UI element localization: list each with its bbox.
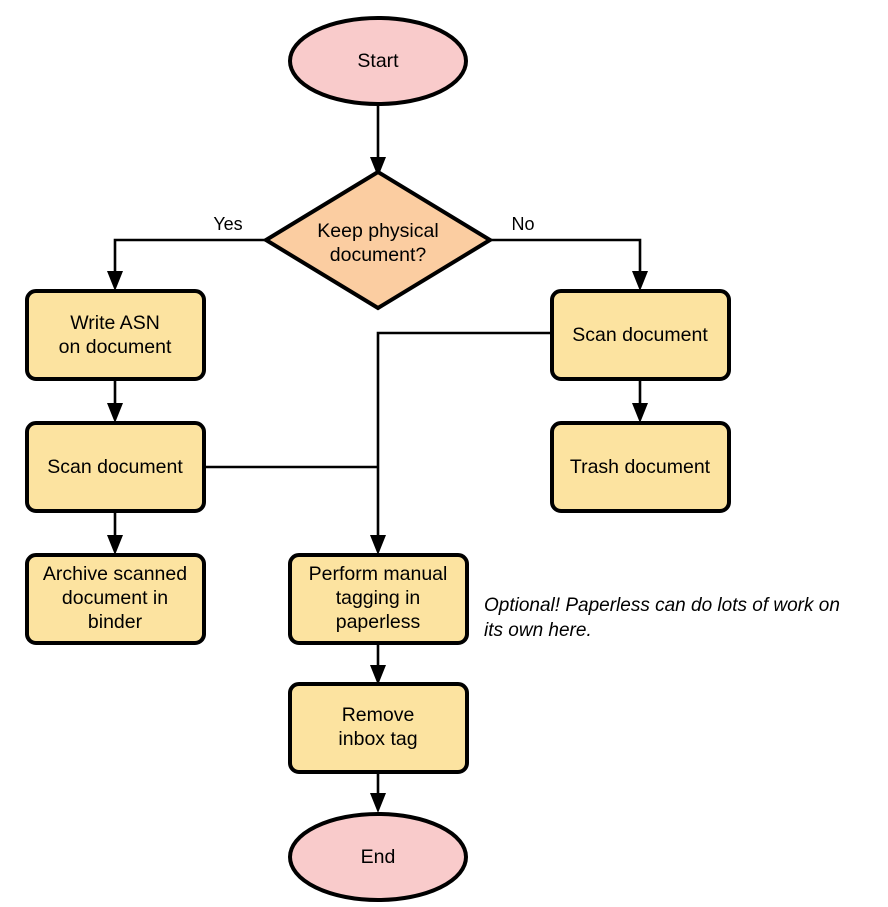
trash-document-box[interactable] (550, 421, 731, 513)
node-scan-document-right[interactable]: Scan document (550, 289, 731, 381)
edge-scan-right-to-tagging (370, 331, 551, 555)
arrowhead-icon (107, 271, 123, 291)
edge-decision-no-to-scan-right (490, 238, 648, 291)
edge-label-yes: Yes (213, 214, 242, 234)
edge-write-asn-to-scan-left (107, 380, 123, 423)
optional-note-line1: Optional! Paperless can do lots of work … (484, 595, 840, 616)
write-asn-label-line1: Write ASN (70, 312, 160, 334)
node-archive-scanned-document[interactable]: Archive scanned document in binder (25, 553, 206, 645)
scan-document-right-label: Scan document (572, 324, 708, 346)
node-decision-keep-physical-document[interactable]: Keep physical document? (262, 169, 494, 311)
remove-inbox-label-line1: Remove (342, 704, 415, 726)
decision-diamond[interactable] (262, 169, 494, 311)
tagging-label-line2: tagging in (336, 587, 421, 609)
remove-inbox-label-line2: inbox tag (338, 728, 417, 750)
arrowhead-icon (632, 403, 648, 423)
node-write-asn-on-document[interactable]: Write ASN on document (25, 289, 206, 381)
tagging-box[interactable] (288, 553, 469, 645)
edge-line (490, 238, 642, 280)
arrowhead-icon (107, 403, 123, 423)
annotation-optional-note: Optional! Paperless can do lots of work … (484, 595, 840, 641)
start-ellipse[interactable] (288, 16, 468, 106)
scan-document-left-label: Scan document (47, 456, 183, 478)
arrowhead-icon (370, 665, 386, 685)
edge-line (376, 331, 551, 544)
node-scan-document-left[interactable]: Scan document (25, 421, 206, 513)
edge-tagging-to-remove-inbox (370, 644, 386, 685)
arrowhead-icon (107, 535, 123, 555)
node-start[interactable]: Start (288, 16, 468, 106)
edge-scan-right-to-trash (632, 380, 648, 423)
arrowhead-icon (370, 157, 386, 177)
scan-document-right-box[interactable] (550, 289, 731, 381)
start-label: Start (357, 50, 399, 72)
remove-inbox-tag-box[interactable] (288, 682, 469, 774)
decision-label-line2: document? (330, 244, 427, 266)
optional-note-line2: its own here. (484, 620, 592, 641)
tagging-label-line1: Perform manual (309, 563, 448, 585)
trash-document-label: Trash document (570, 456, 711, 478)
archive-label-line2: document in (62, 587, 168, 609)
end-label: End (361, 846, 396, 868)
arrowhead-icon (370, 535, 386, 555)
edge-scan-left-to-archive (107, 512, 123, 555)
archive-box[interactable] (25, 553, 206, 645)
node-trash-document[interactable]: Trash document (550, 421, 731, 513)
scan-document-left-box[interactable] (25, 421, 206, 513)
tagging-label-line3: paperless (336, 611, 421, 633)
edge-start-to-decision (370, 102, 386, 177)
edge-decision-yes-to-write-asn (107, 238, 265, 291)
decision-label-line1: Keep physical (317, 220, 438, 242)
archive-label-line1: Archive scanned (43, 563, 187, 585)
edge-label-no: No (511, 214, 534, 234)
edge-line (113, 238, 265, 280)
node-remove-inbox-tag[interactable]: Remove inbox tag (288, 682, 469, 774)
archive-label-line3: binder (88, 611, 143, 633)
arrowhead-icon (632, 271, 648, 291)
arrowhead-icon (370, 793, 386, 813)
end-ellipse[interactable] (288, 812, 468, 902)
write-asn-label-line2: on document (59, 336, 172, 358)
write-asn-box[interactable] (25, 289, 206, 381)
edge-remove-inbox-to-end (370, 772, 386, 813)
node-perform-manual-tagging[interactable]: Perform manual tagging in paperless (288, 553, 469, 645)
node-end[interactable]: End (288, 812, 468, 902)
